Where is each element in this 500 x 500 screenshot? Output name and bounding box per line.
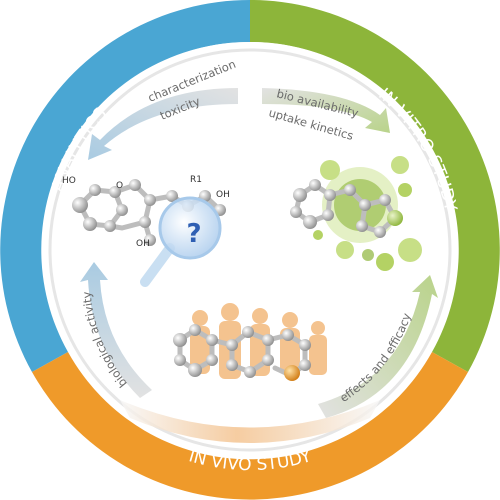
arrow-bottom-right	[318, 275, 438, 418]
arrow-top-left	[88, 88, 238, 160]
molecule-in-vivo	[173, 324, 311, 381]
arrow-top-right	[262, 88, 390, 133]
segment-analytics	[0, 0, 250, 372]
chem-label-ho: HO	[62, 176, 76, 186]
arrow-bottom-left	[80, 262, 152, 398]
molecule-in-vitro	[290, 179, 403, 238]
bottom-gradient-band	[120, 400, 380, 443]
chem-label-oh-bottom: OH	[136, 239, 150, 249]
segment-in-vivo	[32, 352, 468, 500]
chem-label-oh-right: OH	[216, 190, 230, 200]
question-mark: ?	[186, 219, 201, 249]
molecule-flavonoid: HO O R1 OH OH	[62, 175, 230, 249]
magnifying-glass-icon: ?	[140, 196, 222, 287]
segment-in-vitro	[250, 0, 500, 372]
chem-label-r1: R1	[190, 175, 202, 185]
chem-label-o: O	[116, 181, 123, 191]
